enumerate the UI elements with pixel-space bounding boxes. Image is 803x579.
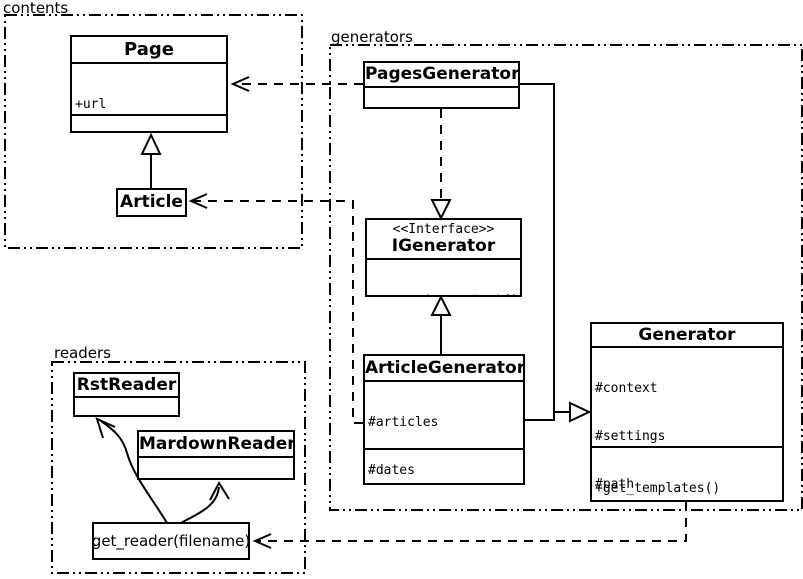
function-get-reader-label: get_reader(filename) [91,532,251,550]
inheritance-article-to-page-triangle [140,132,162,155]
inheritance-pagesgenerator-to-generator-line [520,83,569,413]
package-generators-border [329,44,803,511]
package-generators-label: generators [331,28,413,46]
attribute: #articles [368,415,439,430]
dependency-generator-to-getreader-line [257,502,687,542]
class-articlegenerator: ArticleGenerator #articles #dates #tags … [363,354,525,485]
method: +generate_context() [370,293,519,295]
class-page-attributes: +url +slug +summary [72,62,226,114]
attribute: +url [75,97,107,112]
class-igenerator: <<Interface>> IGenerator +generate_conte… [365,218,522,297]
class-page-title: Page [124,39,174,60]
dependency-pagesgenerator-to-page-arrowhead [230,76,250,92]
attribute: #context [595,381,658,396]
class-rstreader-title: RstReader [76,375,177,395]
class-igenerator-methods: +generate_context() +generate_output() [367,258,520,295]
class-article: Article [116,188,187,217]
class-articlegenerator-attributes: #articles #dates #tags #categories [365,380,523,478]
arrow-getreader-to-mardownreader-line [180,486,220,524]
class-page-methods: +check_properties() [72,114,226,131]
class-rstreader: RstReader +read() [73,372,180,417]
method: +get_templates() [595,481,721,496]
function-get-reader: get_reader(filename) [92,522,250,560]
class-page: Page +url +slug +summary +check_properti… [70,35,228,133]
class-mardownreader-methods: +read() [139,456,293,478]
dependency-articlegenerator-to-article-line [193,200,363,424]
class-rstreader-methods: +read() [75,396,178,415]
class-igenerator-stereotype: <<Interface>> [392,222,495,237]
class-generator-title: Generator [638,325,736,345]
attribute: #settings [595,429,666,444]
inheritance-articlegenerator-to-igenerator-triangle [430,294,452,316]
arrow-getreader-to-rstreader-arrowhead [95,417,116,439]
package-readers-border [51,361,306,574]
class-pagesgenerator: PagesGenerator #pages [363,61,520,109]
class-article-title: Article [120,192,183,212]
arrow-getreader-to-rstreader-line [100,420,168,524]
package-readers-label: readers [54,344,111,362]
inheritance-to-generator-triangle [569,401,592,423]
attribute: #dates [368,463,415,478]
class-pagesgenerator-title: PagesGenerator [365,64,520,84]
package-contents-label: contents [3,0,69,17]
class-pagesgenerator-attributes: #pages [365,86,518,107]
package-contents-border [4,14,303,249]
class-mardownreader: MardownReader +read() [137,430,295,480]
class-generator: Generator #context #settings #path #them… [590,322,784,502]
dependency-generator-to-getreader-arrowhead [252,533,272,549]
arrow-getreader-to-mardownreader-arrowhead [209,480,230,501]
class-mardownreader-title: MardownReader [139,434,295,454]
attribute: #path [595,477,635,492]
class-generator-methods: +get_templates() +get_files(path,exclude… [592,446,782,500]
class-igenerator-title: IGenerator [391,236,496,256]
method: +generate_feeds() [368,483,520,485]
class-articlegenerator-title: ArticleGenerator [365,358,525,378]
class-articlegenerator-methods: +generate_feeds() +generate_pages() [365,448,523,485]
realization-pagesgenerator-to-igenerator-triangle [430,199,452,221]
class-generator-attributes: #context #settings #path #theme #output_… [592,346,782,492]
dependency-articlegenerator-to-article-arrowhead [188,193,208,209]
inheritance-articlegenerator-to-generator-line [525,412,555,421]
